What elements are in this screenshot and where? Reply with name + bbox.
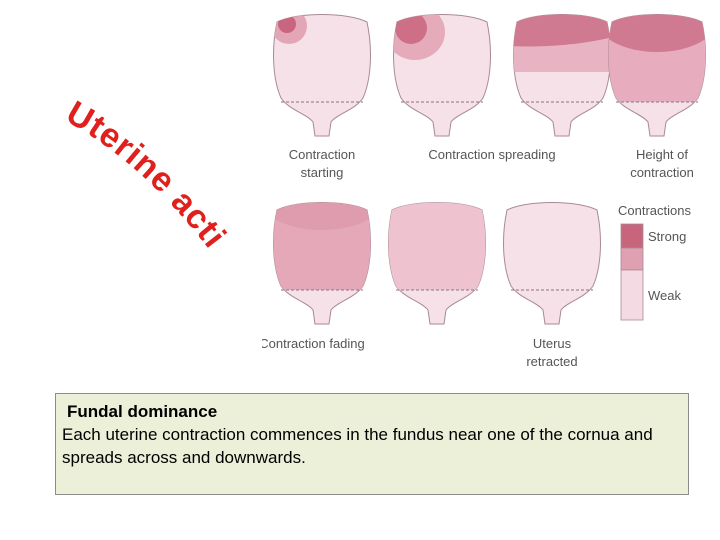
contractions-legend: Contractions Strong Weak	[618, 203, 691, 321]
stage-label-spreading: Contraction spreading	[428, 147, 555, 162]
stage-contraction-starting: Contraction starting	[273, 14, 371, 180]
stage-label-retracted-line2: retracted	[526, 354, 577, 369]
legend-swatch-strong	[620, 223, 644, 249]
stage-height-of-contraction	[513, 14, 611, 137]
slide-title-text: Uterine action	[0, 0, 233, 255]
legend-title: Contractions	[618, 203, 691, 218]
info-heading: Fundal dominance	[67, 402, 218, 421]
stage-height-fundal: Height of contraction	[608, 14, 706, 180]
stage-label-height-line1: Height of	[636, 147, 688, 162]
legend-swatch-medium	[620, 247, 644, 271]
stage-fading-late	[388, 202, 486, 325]
stage-label-retracted-line1: Uterus	[533, 336, 572, 351]
info-box: Fundal dominance Each uterine contractio…	[55, 393, 689, 495]
stage-label-height-line2: contraction	[630, 165, 694, 180]
stage-contraction-fading: Contraction fading	[262, 202, 371, 351]
svg-text:Uterine action: Uterine action	[0, 0, 234, 255]
stage-label-starting-line1: Contraction	[289, 147, 355, 162]
info-body: Each uterine contraction commences in th…	[62, 425, 653, 467]
legend-strong-label: Strong	[648, 229, 686, 244]
stage-label-fading: Contraction fading	[262, 336, 365, 351]
stage-uterus-retracted: Uterus retracted	[503, 202, 601, 369]
legend-weak-label: Weak	[648, 288, 681, 303]
uterine-action-diagram: Contraction starting Contraction spreadi…	[262, 14, 706, 369]
stage-label-starting-line2: starting	[301, 165, 344, 180]
legend-swatch-weak	[620, 269, 644, 321]
